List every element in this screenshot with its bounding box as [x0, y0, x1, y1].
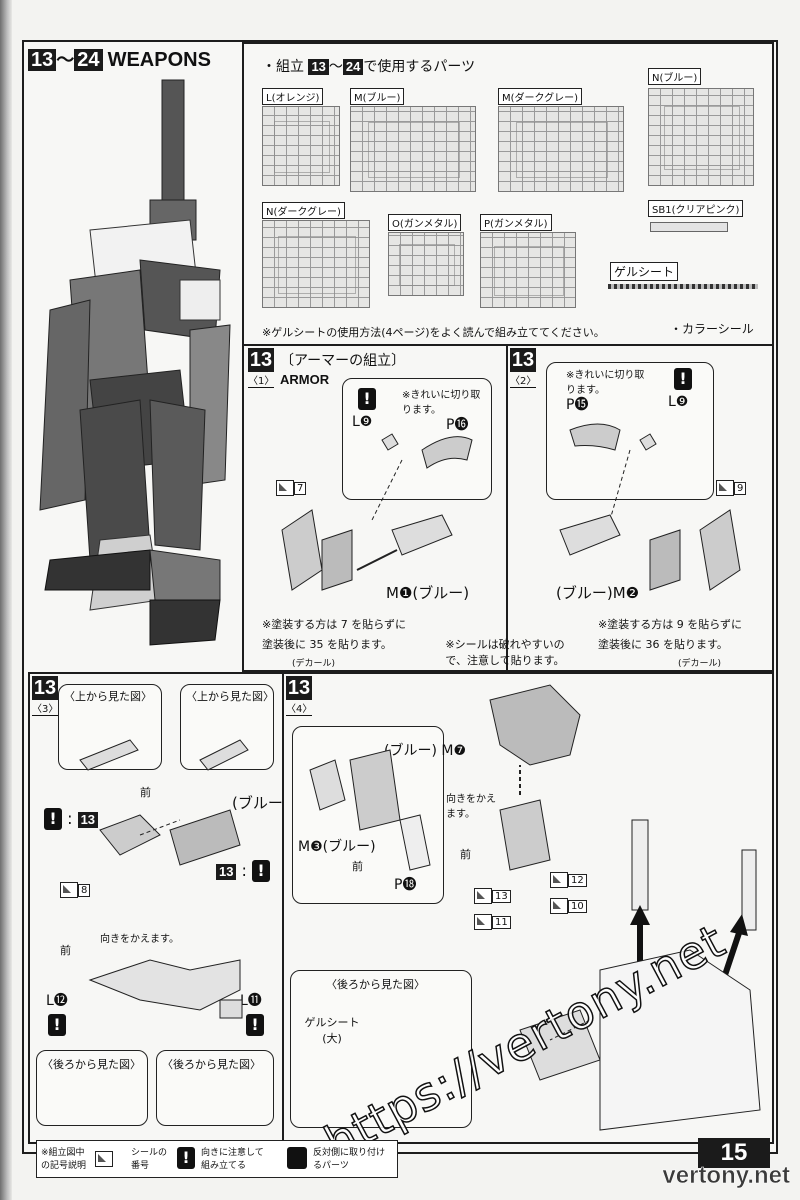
ref-step-13-2: 13 : ! [216, 860, 271, 882]
rear-view-callout-2 [156, 1050, 274, 1126]
gel-sheet-label: ゲルシート [610, 262, 679, 281]
binding-edge [0, 0, 12, 1200]
part-P18-label: P⓲ [394, 877, 417, 893]
decal-9: 9 [716, 480, 747, 496]
runner-label-SB1: SB1(クリアピンク) [648, 200, 744, 217]
runner-L [262, 106, 340, 186]
runner-label-N-blue: N(ブルー) [648, 68, 702, 85]
front-label-2: 前 [60, 944, 71, 957]
runner-label-P: P(ガンメタル) [480, 214, 552, 231]
color-seal-label: ・カラーシール [670, 322, 754, 336]
runner-O [388, 232, 464, 296]
rear-view-label-2: 〈後ろから見た図〉 [162, 1058, 261, 1071]
legend-box: ※組立図中の記号説明 シールの番号 ! 向きに注意して組み立てる 反対側に取り付… [36, 1140, 398, 1178]
step-13-4-drawing [309, 684, 581, 871]
site-mark: vertony.net [662, 1162, 790, 1190]
runner-M-blue [350, 106, 476, 192]
careful-icon-4: ! [246, 1014, 264, 1036]
step-start: 13 [28, 49, 57, 71]
clean-cut-note: ※きれいに切り取ります。 [402, 390, 481, 416]
part-M2-label: (ブルー)M❷ [556, 584, 640, 602]
front-label-4: 前 [460, 848, 471, 861]
careful-icon: ! [358, 388, 376, 410]
decal-11: 11 [474, 914, 511, 930]
decal-13: 13 [474, 888, 511, 904]
legend-mirror-icon [287, 1147, 307, 1169]
part-M7-label: (ブルー) M❼ [384, 743, 467, 759]
runner-N-darkgray [262, 220, 370, 308]
gel-sheet [608, 284, 758, 289]
part-P16-label: P⓰ [446, 417, 469, 433]
runner-SB1 [650, 222, 728, 232]
step-13-1-decal-label: (デカール) [292, 659, 336, 669]
step-13-3-number: 13〈3〉 [32, 676, 59, 716]
legend-seal-text: シールの番号 [131, 1148, 168, 1171]
step-13-1-title: 〔アーマーの組立〕 [280, 353, 406, 369]
part-P15-label: P⓯ [566, 397, 589, 413]
rear-view-label-1: 〈後ろから見た図〉 [42, 1058, 141, 1071]
step-13-1-subtitle: ARMOR [280, 372, 330, 387]
rear-view-callout-3 [290, 970, 472, 1128]
runner-label-M-blue: M(ブルー) [350, 88, 405, 105]
step-13-2-decal-label: (デカール) [678, 659, 722, 669]
part-L11-label: L⓫ [240, 993, 262, 1009]
page-number: 15 [698, 1138, 770, 1168]
runner-N-blue [648, 88, 754, 186]
step-13-2-number: 13〈2〉 [510, 348, 537, 388]
part-L9-label-2: L❾ [668, 394, 689, 410]
step-13-1-number: 13〈1〉 [248, 348, 275, 388]
step-13-1-paint-note-2: 塗装後に 35 を貼ります。 [262, 638, 392, 651]
step-13-2-paint-note-1: ※塗装する方は 9 を貼らずに [598, 618, 742, 631]
top-view-label-2: 〈上から見た図〉 [186, 690, 274, 703]
rear-view-callout-1 [36, 1050, 148, 1126]
section-header: 13〜24 WEAPONS [28, 46, 211, 72]
legend-mirror-text: 反対側に取り付けるパーツ [313, 1148, 386, 1171]
front-label-3: 前 [352, 860, 363, 873]
section-title: WEAPONS [107, 49, 211, 71]
range-sep: 〜 [56, 50, 75, 71]
legend-seal-icon [95, 1151, 113, 1167]
legend-title: ※組立図中の記号説明 [41, 1148, 87, 1171]
part-M3-label: M❸(ブルー) [298, 839, 376, 855]
runner-M-darkgray [498, 106, 624, 192]
decal-12: 12 [550, 872, 587, 888]
top-view-label-1: 〈上から見た図〉 [64, 690, 152, 703]
step-13-1-paint-note-1: ※塗装する方は 7 を貼らずに [262, 618, 406, 631]
runner-P [480, 232, 576, 308]
legend-careful-text: 向きに注意して組み立てる [201, 1148, 264, 1171]
ref-step-13-1: ! : 13 [44, 808, 99, 830]
step-13-3-drawing-b [88, 959, 243, 1019]
step-13-3-drawing [79, 739, 249, 866]
decal-7: 7 [276, 480, 307, 496]
orientation-note: 向きをかえます。 [100, 934, 179, 945]
runner-label-L: L(オレンジ) [262, 88, 324, 105]
step-13-1-drawing [281, 433, 473, 591]
part-L9-label: L❾ [352, 414, 373, 430]
runner-label-N-darkgray: N(ダークグレー) [262, 202, 345, 219]
step-end: 24 [74, 49, 103, 71]
legend-careful-icon: ! [177, 1147, 195, 1169]
clean-cut-note-2: ※きれいに切り取ります。 [566, 370, 645, 396]
robot-illustration [39, 79, 231, 646]
front-label-1: 前 [140, 786, 151, 799]
step-13-2-drawing [559, 423, 741, 591]
careful-icon-2: ! [674, 368, 692, 390]
gel-sheet-large-label: ゲルシート(大) [304, 1016, 360, 1045]
torso-drawing [519, 819, 761, 1131]
part-L12-label: L⓬ [46, 993, 68, 1009]
turn-around-note: 向きをかえます。 [446, 794, 496, 820]
rear-view-label-3: 〈後ろから見た図〉 [326, 978, 425, 991]
decal-10: 10 [550, 898, 587, 914]
step-13-2-paint-note-2: 塗装後に 36 を貼ります。 [598, 638, 728, 651]
step-13-4-number: 13〈4〉 [286, 676, 313, 716]
careful-icon-3: ! [48, 1014, 66, 1036]
gel-sheet-note: ※ゲルシートの使用方法(4ページ)をよく読んで組み立ててください。 [262, 326, 605, 339]
runner-label-M-darkgray: M(ダークグレー) [498, 88, 583, 105]
part-M1-label: M❶(ブルー) [386, 584, 470, 602]
seal-fragile-note: ※シールは破れやすいので、注意して貼ります。 [445, 638, 565, 667]
runner-label-O: O(ガンメタル) [388, 214, 462, 231]
decal-8: 8 [60, 882, 91, 898]
